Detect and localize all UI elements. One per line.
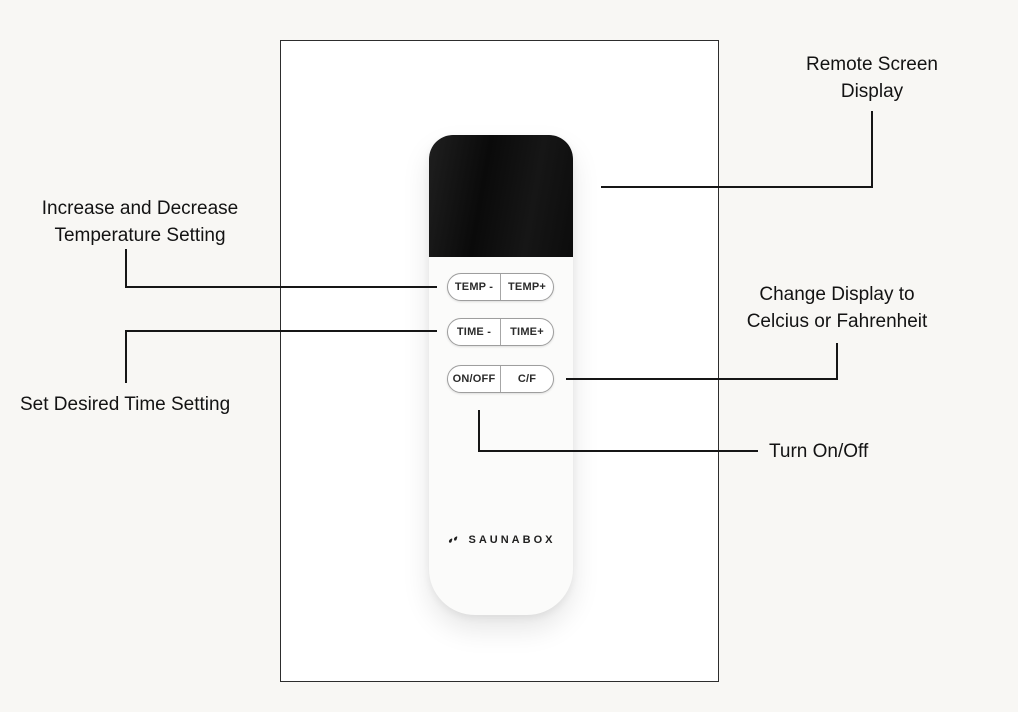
button-divider <box>500 319 501 345</box>
remote-device: TEMP - TEMP+ TIME - TIME+ ON/OFF C/F SAU… <box>429 135 573 615</box>
connector-screen-horizontal <box>601 186 873 188</box>
button-divider <box>500 274 501 300</box>
label-remote-screen-display: Remote Screen Display <box>805 54 938 102</box>
label-turn-on-off: Turn On/Off <box>769 441 869 462</box>
remote-screen <box>429 135 573 257</box>
connector-display-unit-vertical <box>836 343 838 380</box>
connector-on-off-horizontal <box>478 450 758 452</box>
connector-display-unit-horizontal <box>566 378 838 380</box>
connector-on-off-vertical <box>478 410 480 452</box>
label-change-display-unit: Change Display to Celcius or Fahrenheit <box>746 284 928 332</box>
button-divider <box>500 366 501 392</box>
connector-temperature-horizontal <box>125 286 437 288</box>
temp-minus-button[interactable]: TEMP - <box>454 281 494 293</box>
label-set-time: Set Desired Time Setting <box>20 394 231 415</box>
on-off-button[interactable]: ON/OFF <box>452 373 496 385</box>
saunabox-logo: SAUNABOX <box>429 533 573 546</box>
saunabox-logo-icon <box>447 533 462 546</box>
connector-time-horizontal <box>125 330 437 332</box>
celsius-fahrenheit-button[interactable]: C/F <box>517 373 537 385</box>
connector-screen-vertical <box>871 111 873 188</box>
temperature-button-group: TEMP - TEMP+ <box>447 273 554 301</box>
saunabox-logo-text: SAUNABOX <box>468 533 556 546</box>
connector-temperature-vertical <box>125 249 127 288</box>
time-minus-button[interactable]: TIME - <box>456 326 492 338</box>
power-unit-button-group: ON/OFF C/F <box>447 365 554 393</box>
label-increase-decrease-temperature: Increase and Decrease Temperature Settin… <box>41 198 239 246</box>
time-button-group: TIME - TIME+ <box>447 318 554 346</box>
time-plus-button[interactable]: TIME+ <box>510 326 544 338</box>
connector-time-vertical <box>125 330 127 383</box>
temp-plus-button[interactable]: TEMP+ <box>508 281 546 293</box>
